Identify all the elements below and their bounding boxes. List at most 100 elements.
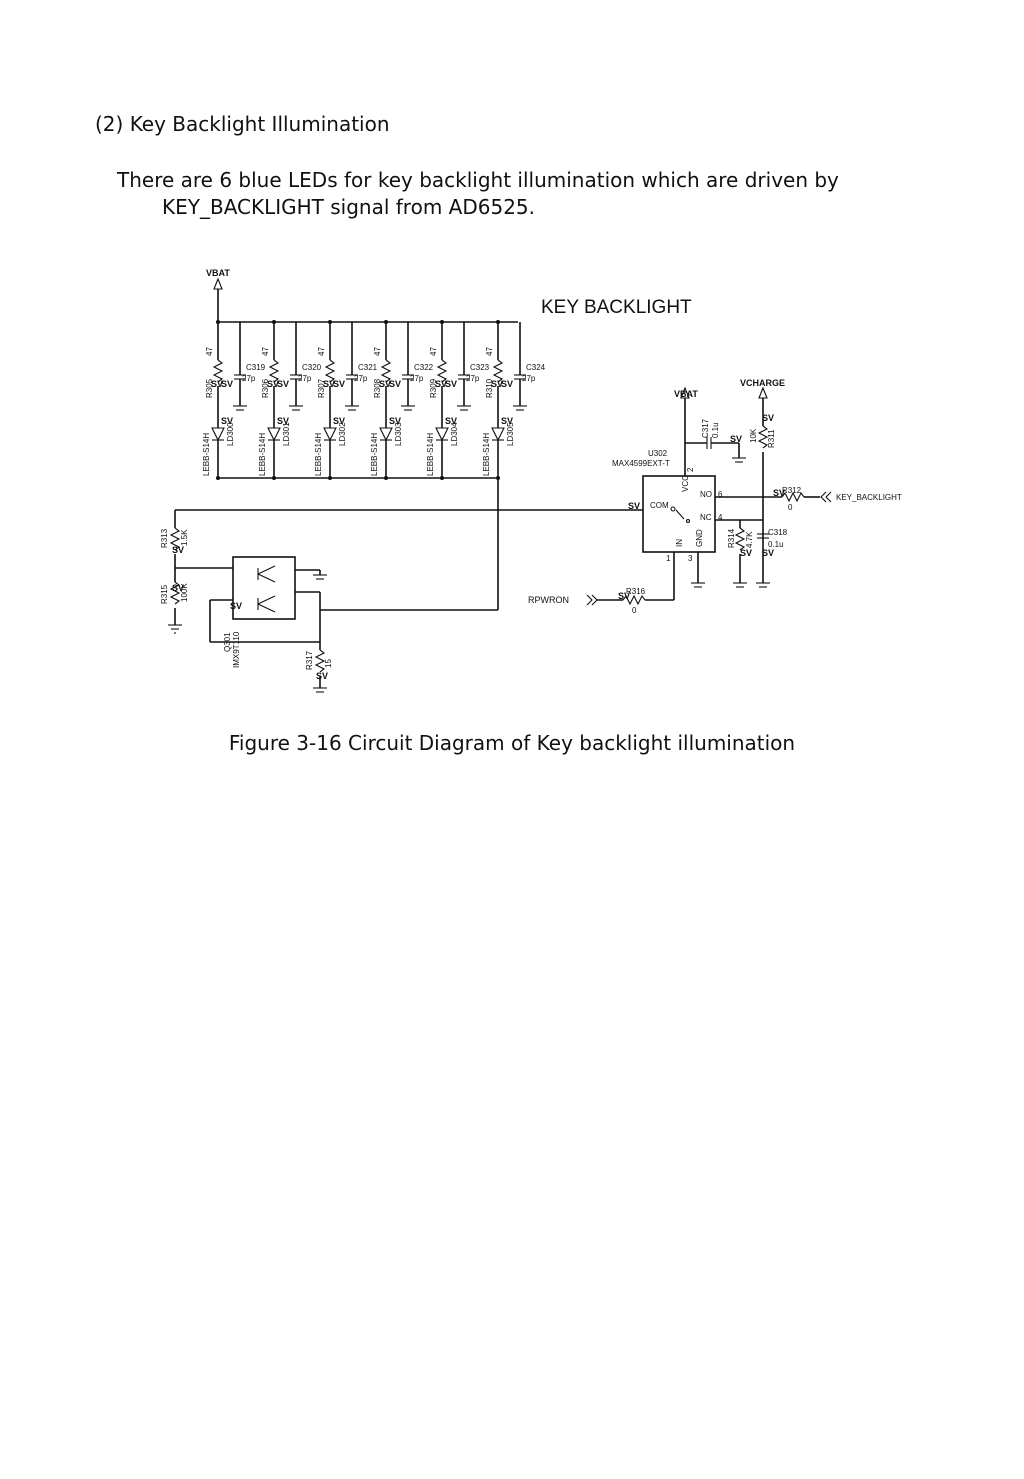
key-backlight-arrow [820, 491, 832, 503]
pin-in-number: 1 [666, 554, 671, 563]
resistor-ref: R307 [317, 378, 326, 398]
r311-sv: SV [762, 413, 774, 423]
r316-symbol [622, 594, 646, 606]
vcharge-arrow [758, 386, 768, 399]
c318-ref: C318 [768, 528, 788, 537]
resistor-value: 47 [205, 347, 214, 356]
sv-label: SV [211, 379, 223, 389]
led-ref: LD305 [506, 422, 515, 446]
resistor-value: 47 [317, 347, 326, 356]
r316-val: 0 [632, 606, 637, 615]
sv-label: SV [221, 379, 233, 389]
pin-no-label: NO [700, 490, 712, 499]
sv-label: SV [333, 416, 345, 426]
capacitor-value: 27p [466, 374, 480, 383]
led-part: LEBB-S14H [482, 433, 491, 476]
c317-ref: C317 [701, 418, 710, 438]
resistor-ref: R306 [261, 378, 270, 398]
section-heading: (2) Key Backlight Illumination [95, 112, 390, 136]
r311-symbol [757, 425, 769, 449]
sv-label: SV [221, 416, 233, 426]
q301-sv: SV [230, 601, 242, 611]
paragraph-line-1: There are 6 blue LEDs for key backlight … [117, 168, 839, 192]
led-ld301 [267, 427, 281, 442]
led-part: LEBB-S14H [202, 433, 211, 476]
resistor-ref: R309 [429, 378, 438, 398]
com-sv-label: SV [628, 501, 640, 511]
sv-label: SV [277, 416, 289, 426]
rpwron-net-label: RPWRON [528, 595, 569, 605]
description-paragraph: There are 6 blue LEDs for key backlight … [117, 167, 917, 221]
q301-part: IMX9T110 [232, 631, 241, 668]
sv-label: SV [491, 379, 503, 389]
pin-com-label: COM [650, 501, 669, 510]
paragraph-line-2: KEY_BACKLIGHT signal from AD6525. [162, 195, 536, 219]
led-ref: LD303 [394, 422, 403, 446]
sv-label: SV [445, 379, 457, 389]
r314-sv: SV [740, 548, 752, 558]
r317-ref: R317 [305, 650, 314, 670]
schematic-wiring [168, 277, 832, 693]
resistor-r309 [436, 359, 448, 383]
r313-ref: R313 [160, 528, 169, 548]
led-ref: LD304 [450, 422, 459, 446]
resistor-ref: R305 [205, 378, 214, 398]
led-part: LEBB-S14H [370, 433, 379, 476]
schematic-labels: KEY BACKLIGHT VBAT VBAT VCHARGE U302 MAX… [160, 268, 902, 681]
pin-gnd-label: GND [695, 529, 704, 547]
led-ld305 [491, 427, 505, 442]
sv-label: SV [435, 379, 447, 389]
r315-sv: SV [172, 583, 184, 593]
sv-label: SV [501, 379, 513, 389]
r315-val: 100K [180, 583, 189, 602]
key-backlight-net-label: KEY_BACKLIGHT [836, 493, 902, 502]
capacitor-ref: C320 [302, 363, 322, 372]
rpwron-arrow [586, 594, 598, 606]
sv-label: SV [277, 379, 289, 389]
sv-label: SV [501, 416, 513, 426]
resistor-value: 47 [373, 347, 382, 356]
r314-ref: R314 [727, 528, 736, 548]
resistor-r306 [268, 359, 280, 383]
sv-label: SV [445, 416, 457, 426]
r317-val: 15 [324, 659, 333, 668]
pin-nc-label: NC [700, 513, 712, 522]
sv-label: SV [323, 379, 335, 389]
vbat-arrow [213, 277, 223, 290]
pin-gnd-number: 3 [688, 554, 693, 563]
sv-label: SV [389, 379, 401, 389]
capacitor-value: 27p [242, 374, 256, 383]
c318-val: 0.1u [768, 540, 784, 549]
pin-in-label: IN [675, 539, 684, 547]
resistor-value: 47 [261, 347, 270, 356]
q301-box [232, 556, 296, 620]
pin-nc-number: 4 [718, 513, 723, 522]
r316-sv: SV [618, 591, 630, 601]
r313-sv: SV [172, 545, 184, 555]
capacitor-ref: C322 [414, 363, 434, 372]
capacitor-ref: C323 [470, 363, 490, 372]
resistor-ref: R310 [485, 378, 494, 398]
sv-label: SV [267, 379, 279, 389]
capacitor-ref: C324 [526, 363, 546, 372]
capacitor-ref: C319 [246, 363, 266, 372]
pin-vcc-label: VCC [681, 475, 690, 492]
r315-ref: R315 [160, 584, 169, 604]
q301-ref: Q301 [223, 632, 232, 652]
resistor-value: 47 [485, 347, 494, 356]
r312-ref: R312 [782, 486, 802, 495]
c317-sv: SV [730, 434, 742, 444]
capacitor-value: 27p [522, 374, 536, 383]
led-ld303 [379, 427, 393, 442]
r317-symbol [314, 649, 326, 673]
r314-val: 4.7K [745, 531, 754, 548]
u302-box [642, 475, 716, 553]
led-ref: LD302 [338, 422, 347, 446]
r313-val: 1.5K [180, 529, 189, 546]
figure-caption: Figure 3-16 Circuit Diagram of Key backl… [228, 731, 796, 755]
led-part: LEBB-S14H [426, 433, 435, 476]
led-ld300 [211, 427, 225, 442]
resistor-r305 [212, 359, 224, 383]
sv-label: SV [389, 416, 401, 426]
